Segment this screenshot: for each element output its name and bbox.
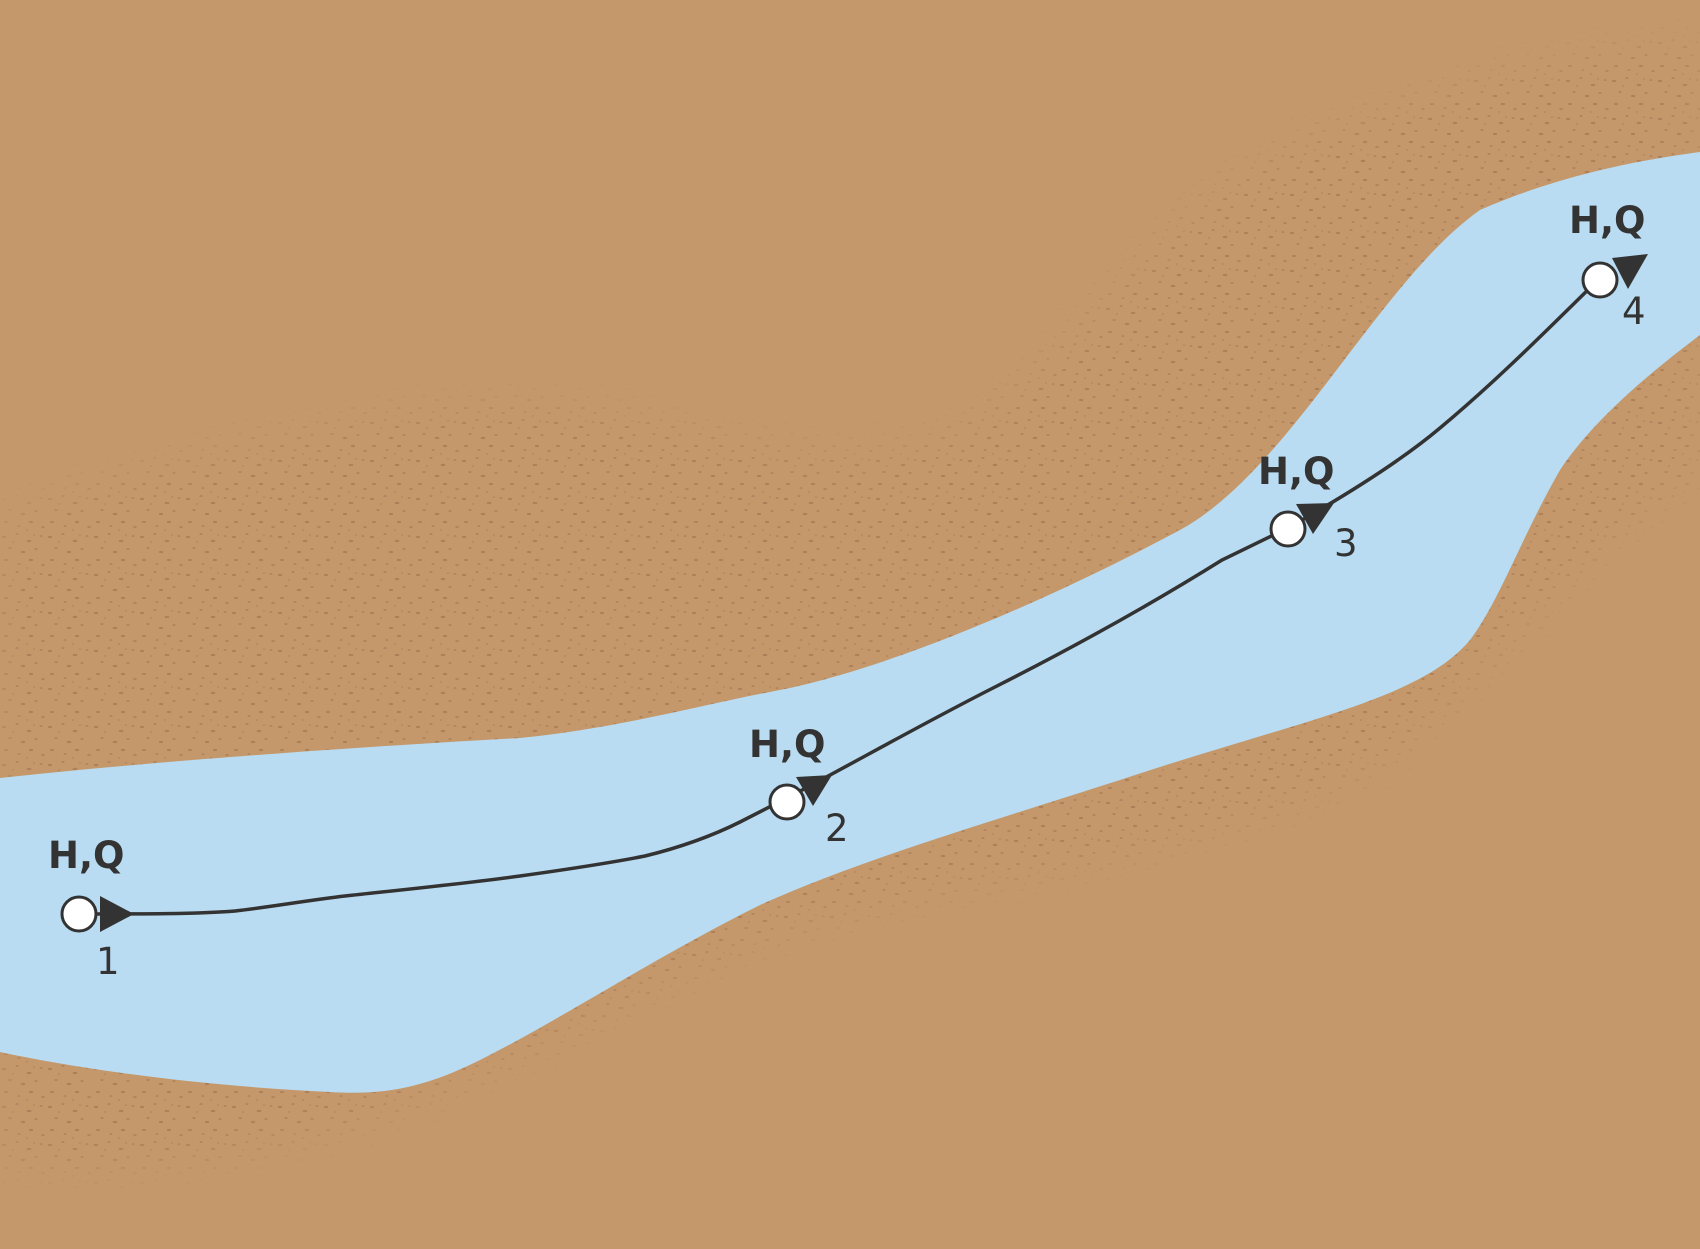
flow-line	[76, 278, 1600, 916]
station-marker	[1581, 261, 1619, 299]
station-3: H,Q 3	[1258, 450, 1358, 565]
station-marker	[1269, 510, 1307, 548]
station-label: H,Q	[749, 723, 825, 766]
flow-arrow-icon	[1296, 503, 1334, 534]
station-number: 3	[1334, 522, 1358, 565]
station-marker	[60, 895, 98, 933]
station-label: H,Q	[48, 834, 124, 877]
station-number: 2	[825, 807, 849, 850]
flow-arrow-icon	[100, 896, 134, 932]
river-channel	[0, 152, 1700, 1093]
station-number: 1	[96, 940, 120, 983]
station-1: H,Q 1	[48, 834, 134, 983]
station-2: H,Q 2	[749, 723, 849, 850]
flow-arrow-icon	[796, 775, 832, 806]
station-marker	[768, 783, 806, 821]
station-label: H,Q	[1569, 199, 1645, 242]
flow-arrow-icon	[1612, 254, 1648, 289]
station-label: H,Q	[1258, 450, 1334, 493]
station-number: 4	[1622, 290, 1646, 333]
station-4: H,Q 4	[1569, 199, 1648, 333]
